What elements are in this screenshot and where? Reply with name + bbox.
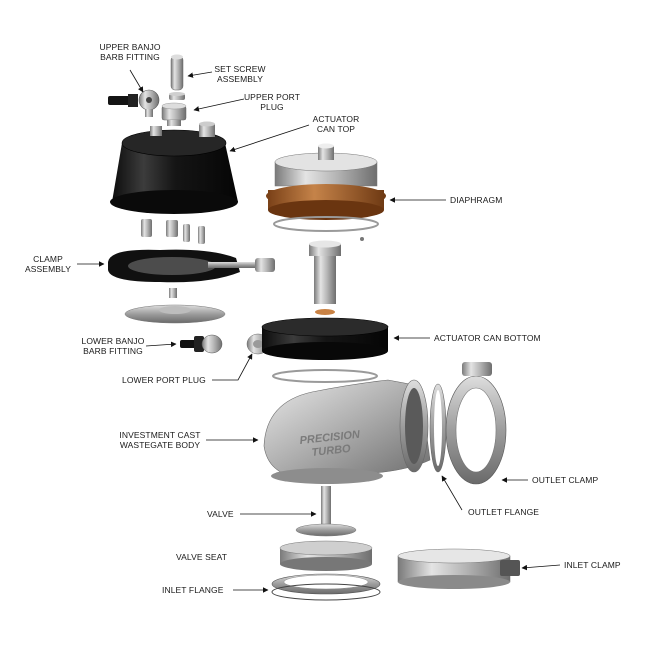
label-upper-port-plug-line-2: PLUG — [260, 102, 284, 112]
label-upper-banjo-line-2: BARB FITTING — [100, 52, 160, 62]
leader-upper-banjo — [129, 69, 144, 93]
upper-port-plug — [161, 102, 187, 126]
label-wastegate-body-line-1: INVESTMENT CAST — [119, 430, 201, 440]
label-set-screw-line-2: ASSEMBLY — [217, 74, 263, 84]
label-upper-port-plug-line-1: UPPER PORT — [243, 92, 301, 102]
label-actuator-can-top: ACTUATOR CAN TOP — [306, 114, 366, 134]
label-clamp-assembly: CLAMP ASSEMBLY — [20, 254, 76, 274]
label-upper-port-plug: UPPER PORT PLUG — [242, 92, 302, 112]
clamp-hardware-pins — [141, 219, 205, 244]
label-lower-port-plug: LOWER PORT PLUG — [122, 375, 206, 385]
label-set-screw-assembly: SET SCREW ASSEMBLY — [210, 64, 270, 84]
label-valve-seat: VALVE SEAT — [176, 552, 228, 562]
diaphragm — [266, 184, 386, 232]
clamp-assembly — [108, 249, 275, 283]
valve-seat — [279, 540, 373, 571]
label-set-screw-line-1: SET SCREW — [214, 64, 266, 74]
label-lower-banjo-barb-fitting: LOWER BANJO BARB FITTING — [78, 336, 148, 356]
label-clamp-assembly-line-1: CLAMP — [33, 254, 63, 264]
label-wastegate-body-line-2: WASTEGATE BODY — [119, 440, 201, 450]
leader-upper-port-plug — [193, 98, 245, 112]
upper-banjo-barb-fitting — [108, 89, 160, 117]
label-upper-banjo-barb-fitting: UPPER BANJO BARB FITTING — [92, 42, 168, 62]
label-actuator-can-top-line-1: ACTUATOR — [312, 114, 360, 124]
label-lower-banjo-line-2: BARB FITTING — [83, 346, 143, 356]
valve-stem-assembly — [309, 237, 364, 315]
lower-diaphragm-plate — [124, 288, 226, 324]
label-outlet-flange: OUTLET FLANGE — [468, 507, 540, 517]
leader-inlet-clamp — [521, 564, 561, 571]
label-clamp-assembly-line-2: ASSEMBLY — [25, 264, 71, 274]
inlet-flange — [271, 573, 381, 601]
actuator-can-top — [110, 121, 238, 214]
inlet-clamp — [397, 548, 520, 589]
set-screw-assembly — [169, 54, 185, 100]
leader-outlet-flange — [441, 475, 463, 511]
label-lower-banjo-line-1: LOWER BANJO — [81, 336, 145, 346]
label-inlet-flange: INLET FLANGE — [162, 585, 224, 595]
leader-actuator-can-top — [229, 124, 310, 153]
label-upper-banjo-line-1: UPPER BANJO — [99, 42, 161, 52]
outlet-clamp — [445, 362, 507, 485]
leader-lower-banjo — [145, 341, 177, 348]
leader-lines — [77, 69, 561, 593]
outlet-flange — [429, 383, 447, 473]
label-actuator-can-top-line-2: CAN TOP — [316, 124, 356, 134]
body-logo-line-2: TURBO — [311, 443, 352, 459]
label-outlet-clamp: OUTLET CLAMP — [532, 475, 599, 485]
label-valve: VALVE — [207, 509, 234, 519]
label-diaphragm: DIAPHRAGM — [450, 195, 503, 205]
wastegate-body: PRECISION TURBO — [263, 379, 431, 484]
lower-banjo-barb-fitting — [180, 334, 223, 354]
actuator-can-bottom — [261, 317, 389, 383]
leader-set-screw — [187, 71, 213, 78]
label-inlet-clamp: INLET CLAMP — [564, 560, 621, 570]
label-wastegate-body: INVESTMENT CAST WASTEGATE BODY — [112, 430, 208, 450]
actuator-can-top-steel — [274, 143, 378, 187]
label-actuator-can-bottom: ACTUATOR CAN BOTTOM — [434, 333, 541, 343]
leader-lower-port-plug — [212, 353, 253, 381]
valve — [295, 486, 357, 537]
